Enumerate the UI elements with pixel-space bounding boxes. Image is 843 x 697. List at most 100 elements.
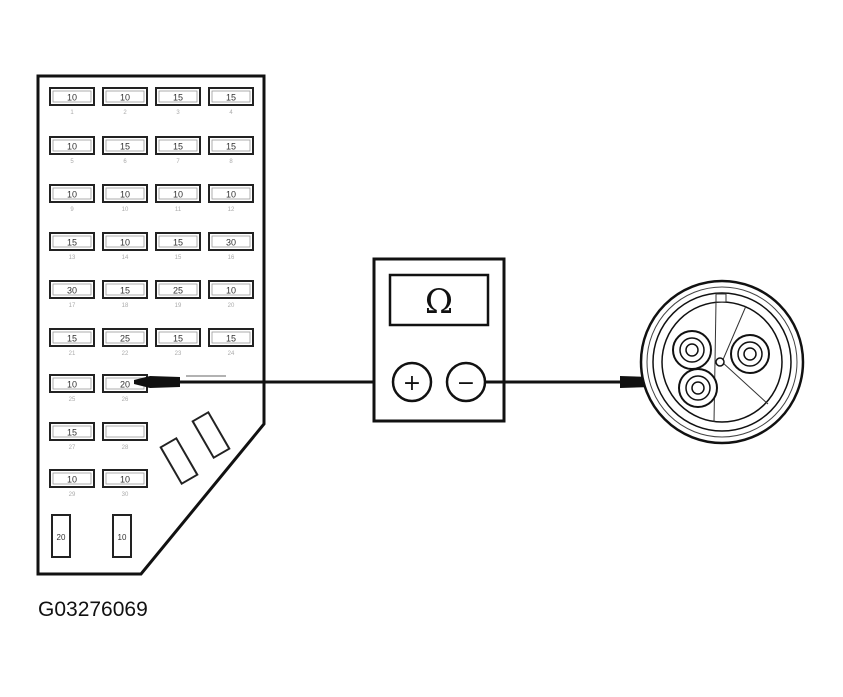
- fuse-slot: 105: [49, 136, 95, 165]
- fuse-number: 8: [229, 159, 233, 165]
- fuse-body: [155, 232, 201, 251]
- meter-display: [388, 273, 490, 327]
- fuse-number: 27: [69, 445, 76, 451]
- fuse-number: 23: [175, 351, 182, 357]
- fuse-body: [155, 136, 201, 155]
- fuse-body: [49, 280, 95, 299]
- fuse-body: [208, 136, 254, 155]
- fuse-inner-outline: [105, 187, 145, 200]
- circular-connector: [639, 279, 805, 445]
- fuse-inner-outline: [211, 283, 251, 296]
- fuse-number: 25: [69, 397, 76, 403]
- fuse-number: 17: [69, 303, 76, 309]
- fuse-inner-outline: [211, 331, 251, 344]
- fuse-slot: 154: [208, 87, 254, 116]
- positive-test-lead: [134, 375, 392, 388]
- fuse-amperage: 10: [120, 238, 130, 248]
- fuse-number: 10: [122, 207, 129, 213]
- fuse-body: [49, 422, 95, 441]
- fuse-amperage: 15: [226, 142, 236, 152]
- fuse-inner-outline: [105, 139, 145, 152]
- fuse-body: [102, 328, 148, 347]
- fuse-body: [102, 184, 148, 203]
- fuse-inner-outline: [52, 331, 92, 344]
- ohm-symbol: Ω: [425, 282, 453, 322]
- fuse-number: 2: [123, 110, 127, 116]
- fuse-amperage: 15: [67, 428, 77, 438]
- fuse-amperage: 15: [173, 334, 183, 344]
- fuse-body: [102, 87, 148, 106]
- fuse-amperage: 30: [226, 238, 236, 248]
- diagonal-fuse-slots: [159, 410, 231, 486]
- fuse-inner-outline: [105, 90, 145, 103]
- fuse-inner-outline: [158, 90, 198, 103]
- fuse-grid: 1011021531541051561571581091010101110121…: [49, 87, 254, 498]
- fuse-inner-outline: [211, 139, 251, 152]
- fuse-slot: 28: [102, 422, 148, 451]
- fuse-inner-outline: [158, 283, 198, 296]
- fuse-number: 21: [69, 351, 76, 357]
- fuse-slot: 15 8: [208, 136, 254, 165]
- fuse-number: 28: [122, 445, 129, 451]
- fuse-slot: 157: [155, 136, 201, 165]
- fuse-body: [208, 280, 254, 299]
- fuse-number: 18: [122, 303, 129, 309]
- positive-terminal-label: +: [403, 371, 421, 396]
- figure-id: G03276069: [38, 598, 148, 621]
- fuse-body: [102, 469, 148, 488]
- fuse-body: [49, 136, 95, 155]
- fuse-number: 3: [176, 110, 180, 116]
- fuse-inner-outline: [52, 283, 92, 296]
- fuse-body: [49, 328, 95, 347]
- fuse-inner-outline: [158, 139, 198, 152]
- fuse-number: 26: [122, 397, 129, 403]
- fuse-number: 6: [123, 159, 127, 165]
- fuse-amperage: 10: [173, 190, 183, 200]
- fuse-amperage: 15: [173, 238, 183, 248]
- fuse-body: [208, 328, 254, 347]
- fuse-amperage: 10: [120, 190, 130, 200]
- fuse-amperage: 10: [226, 190, 236, 200]
- fuse-slot: 156: [102, 136, 148, 165]
- relay-value: 20: [57, 533, 66, 542]
- fuse-slot: 30 17: [49, 280, 95, 309]
- fuse-body: [208, 184, 254, 203]
- fuse-amperage: 30: [67, 286, 77, 296]
- fuse-amperage: 10: [120, 93, 130, 103]
- positive-terminal: [391, 361, 433, 403]
- fuse-body: [102, 232, 148, 251]
- fuse-inner-outline: [52, 90, 92, 103]
- relay-body: [112, 514, 132, 558]
- fuse-amperage: 10: [67, 380, 77, 390]
- fuse-inner-outline: [52, 235, 92, 248]
- fuse-amperage: 10: [120, 475, 130, 485]
- fuse-amperage: 10: [67, 190, 77, 200]
- fuse-amperage: 15: [67, 334, 77, 344]
- fuse-body: [208, 232, 254, 251]
- fuse-slot: 109: [49, 184, 95, 213]
- relay-body: [51, 514, 71, 558]
- fuse-body: [102, 280, 148, 299]
- fuse-amperage: 15: [67, 238, 77, 248]
- fuse-body: [49, 184, 95, 203]
- fuse-body: [102, 422, 148, 441]
- fuse-inner-outline: [52, 472, 92, 485]
- fuse-inner-outline: [211, 235, 251, 248]
- fuse-inner-outline: [158, 331, 198, 344]
- fuse-body: [102, 136, 148, 155]
- fuse-inner-outline: [211, 90, 251, 103]
- fuse-amperage: 15: [120, 286, 130, 296]
- fuse-number: 1: [70, 110, 74, 116]
- fuse-number: 24: [228, 351, 235, 357]
- fuse-number: 5: [70, 159, 74, 165]
- fuse-slot: 10 10: [102, 184, 148, 213]
